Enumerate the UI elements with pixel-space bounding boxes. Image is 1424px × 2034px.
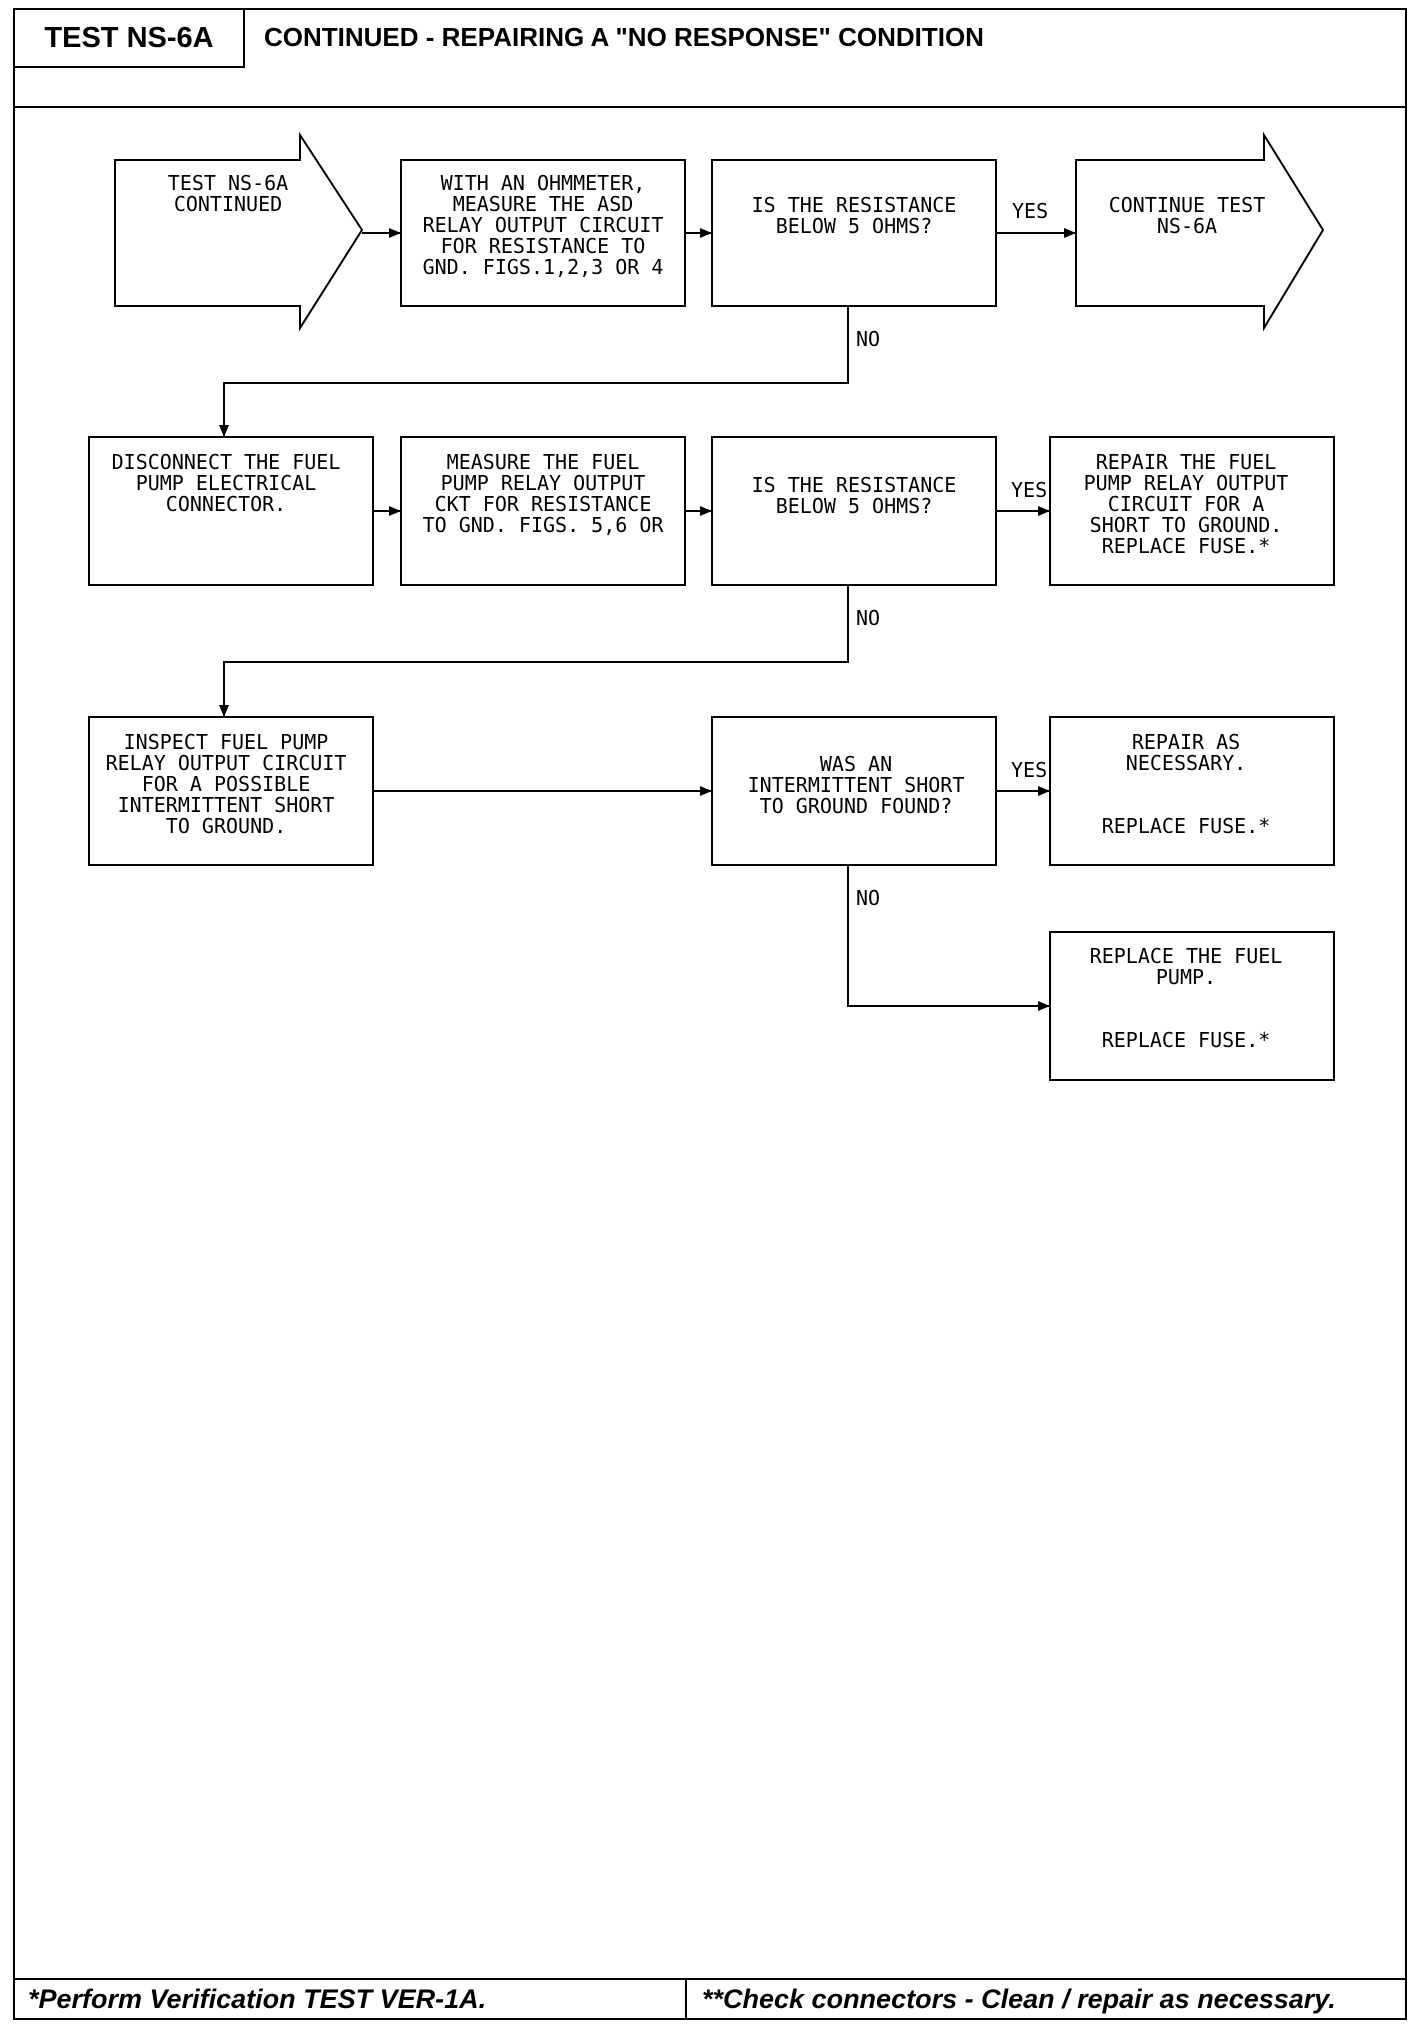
edge-label-no-2: NO [856,606,880,630]
edge-decision2-no [219,585,849,717]
disconnect-box [88,436,374,586]
decision-2-box [711,436,997,586]
node-text-line: TO GROUND FOUND? [760,794,953,818]
footer-divider [13,1978,1407,1980]
node-text-line: PUMP RELAY OUTPUT [1084,471,1289,495]
node-text-line: WITH AN OHMMETER, [441,171,646,195]
edge-label-yes-3: YES [1011,758,1047,782]
node-text-line: REPAIR THE FUEL [1096,450,1277,474]
node-text-line: INTERMITTENT SHORT [748,773,965,797]
node-text-line: DISCONNECT THE FUEL [112,450,341,474]
node-text-line: GND. FIGS.1,2,3 OR 4 [423,255,664,279]
start-arrow-shape [114,131,364,332]
edge-label-yes-2: YES [1011,478,1047,502]
repair-pump-circuit-box [1049,436,1335,586]
node-text-line: FOR RESISTANCE TO [441,234,646,258]
node-text-line: BELOW 5 OHMS? [776,214,933,238]
footer-separator [685,1978,687,2020]
node-text-line: TO GROUND. [166,814,286,838]
node-text-line: REPLACE FUSE.* [1102,1028,1271,1052]
test-id-label: TEST NS-6A [13,8,245,68]
page-title: CONTINUED - REPAIRING A "NO RESPONSE" CO… [264,22,984,52]
node-text-line: CONNECTOR. [166,492,286,516]
node-text-line: FOR A POSSIBLE [142,772,311,796]
edge-decision3-no [847,865,1050,1011]
header-divider [13,106,1407,108]
node-text-line: NS-6A [1157,214,1217,238]
page-frame [13,8,1407,2020]
edge-label-no-1: NO [856,327,880,351]
node-text-line: CKT FOR RESISTANCE [435,492,652,516]
node-text-line: REPLACE FUSE.* [1102,814,1271,838]
node-text-line: CONTINUED [174,192,282,216]
node-text-line: SHORT TO GROUND. [1090,513,1283,537]
edge-label-yes-1: YES [1012,199,1048,223]
node-text-line: NECESSARY. [1126,751,1246,775]
node-text-line: PUMP RELAY OUTPUT [441,471,646,495]
node-text-line: RELAY OUTPUT CIRCUIT [106,751,347,775]
node-text-line: CIRCUIT FOR A [1108,492,1265,516]
footer-note-connectors: **Check connectors - Clean / repair as n… [702,1984,1336,2014]
node-text-line: BELOW 5 OHMS? [776,494,933,518]
edge-decision1-no [219,306,849,437]
repair-as-necessary-box [1049,716,1335,866]
measure-pump-box [400,436,686,586]
node-text-line: REPLACE THE FUEL [1090,944,1283,968]
node-text-line: IS THE RESISTANCE [752,473,957,497]
continue-arrow-shape [1075,131,1325,332]
decision-3-box [711,716,997,866]
node-text-line: REPLACE FUSE.* [1102,534,1271,558]
node-text-line: TEST NS-6A [168,171,288,195]
node-text-line: REPAIR AS [1132,730,1240,754]
node-text-line: INTERMITTENT SHORT [118,793,335,817]
node-text-line: WAS AN [820,752,892,776]
edge-label-no-3: NO [856,886,880,910]
node-text-line: INSPECT FUEL PUMP [124,730,329,754]
node-text-line: MEASURE THE ASD [453,192,634,216]
node-text-line: IS THE RESISTANCE [752,193,957,217]
node-text-line: PUMP ELECTRICAL [136,471,317,495]
node-text-line: RELAY OUTPUT CIRCUIT [423,213,664,237]
node-text-line: CONTINUE TEST [1109,193,1266,217]
footer-note-verification: *Perform Verification TEST VER-1A. [28,1984,487,2014]
measure-asd-box [400,159,686,307]
decision-1-box [711,159,997,307]
node-text-line: PUMP. [1156,965,1216,989]
inspect-box [88,716,374,866]
node-text-line: MEASURE THE FUEL [447,450,640,474]
replace-pump-box [1049,931,1335,1081]
node-text-line: TO GND. FIGS. 5,6 OR [423,513,665,537]
